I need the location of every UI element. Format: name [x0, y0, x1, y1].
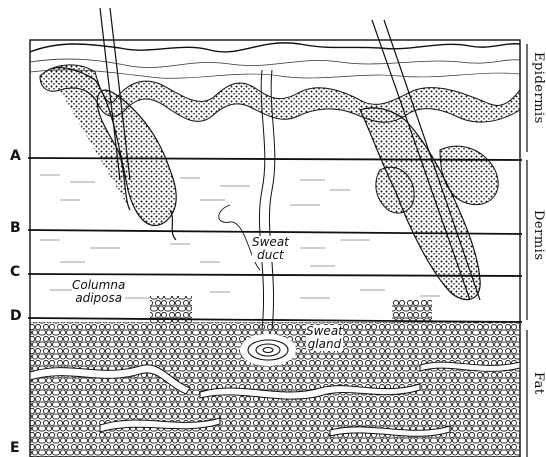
- sweat-duct-label: Sweat duct: [252, 236, 289, 262]
- level-label-c: C: [10, 264, 20, 280]
- sweat-gland-label: Sweat gland: [306, 325, 343, 351]
- level-label-e: E: [10, 440, 20, 456]
- level-label-b: B: [10, 220, 21, 236]
- level-label-d: D: [10, 308, 22, 324]
- fat-label: Fat: [531, 372, 546, 395]
- columna-adiposa-label-line2: adiposa: [72, 292, 125, 305]
- sweat-duct-label-line2: duct: [252, 249, 289, 262]
- dermis-label: Dermis: [531, 210, 546, 261]
- epidermis-label: Epidermis: [531, 52, 546, 124]
- columna-adiposa-label: Columna adiposa: [72, 279, 125, 305]
- sweat-gland-label-line2: gland: [306, 338, 343, 351]
- level-label-a: A: [10, 148, 21, 164]
